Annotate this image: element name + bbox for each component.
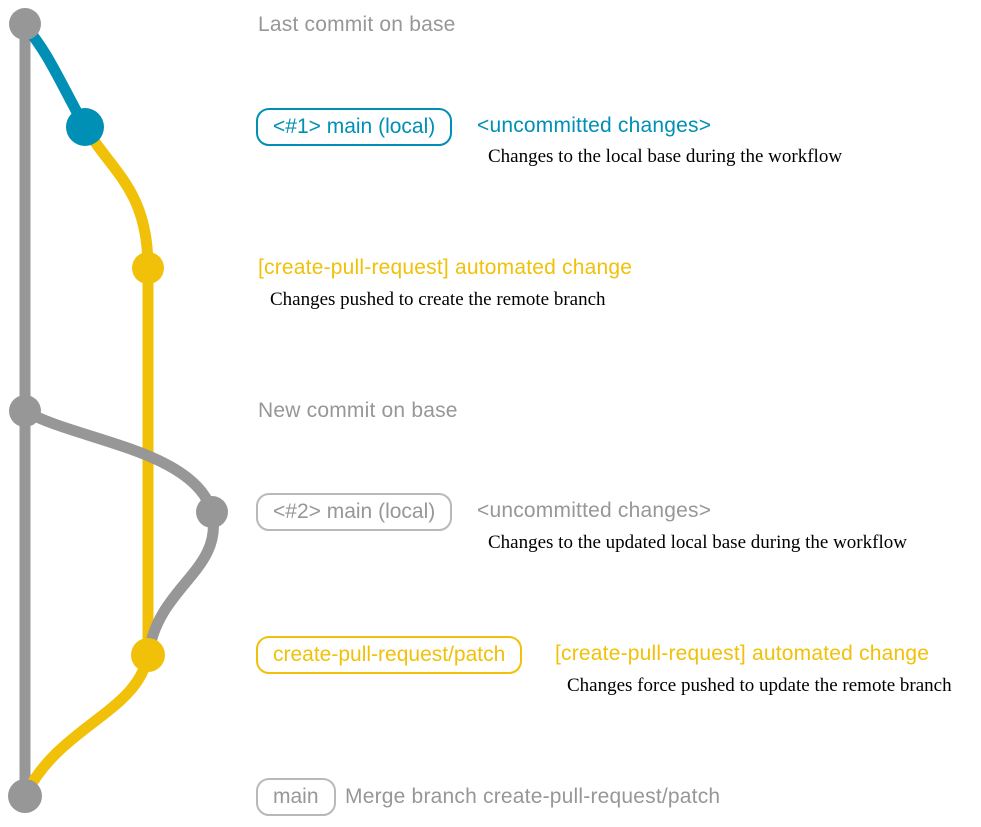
main-local2-branch-curve: [19, 405, 218, 518]
chip-main-local-2-wrap: <#2> main (local): [256, 493, 453, 531]
description-automated-change-1: Changes pushed to create the remote bran…: [270, 289, 606, 310]
commit-node-uncommitted-changes-1: [66, 108, 104, 146]
branch-chip-create-pull-request-patch: create-pull-request/patch: [256, 636, 523, 674]
main-local2-to-patch-curve: [143, 506, 219, 657]
commit-node-merge-commit: [8, 779, 42, 813]
commit-node-new-commit-on-base: [9, 395, 41, 427]
status-uncommitted-changes-1: <uncommitted changes>: [477, 114, 712, 137]
commit-node-last-commit-on-base: [9, 8, 41, 40]
branch-chip-main-local-2: <#2> main (local): [256, 493, 453, 531]
description-uncommitted-changes-1: Changes to the local base during the wor…: [488, 146, 843, 167]
description-automated-change-2: Changes force pushed to update the remot…: [567, 675, 952, 696]
git-graph: [8, 8, 228, 813]
chip-patch-branch-wrap: create-pull-request/patch: [256, 636, 523, 674]
patch-merge-curve: [20, 649, 154, 800]
commit-message-merge-branch: Merge branch create-pull-request/patch: [345, 785, 721, 808]
status-uncommitted-changes-2: <uncommitted changes>: [477, 499, 712, 522]
commit-message-automated-change-2: [create-pull-request] automated change: [555, 642, 930, 665]
description-uncommitted-changes-2: Changes to the updated local base during…: [488, 532, 907, 553]
branch-chip-main: main: [256, 778, 336, 816]
label-last-commit-on-base: Last commit on base: [258, 13, 456, 36]
commit-node-automated-change-push: [132, 252, 164, 284]
chip-main-wrap: main: [256, 778, 336, 816]
branch-chip-main-local-1: <#1> main (local): [256, 108, 453, 146]
commit-node-uncommitted-changes-2: [196, 496, 228, 528]
commit-message-automated-change-1: [create-pull-request] automated change: [258, 256, 633, 279]
commit-node-automated-change-force-push: [131, 638, 165, 672]
patch-branch-curve-top: [79, 121, 154, 274]
chip-main-local-1-wrap: <#1> main (local): [256, 108, 453, 146]
label-new-commit-on-base: New commit on base: [258, 399, 458, 422]
